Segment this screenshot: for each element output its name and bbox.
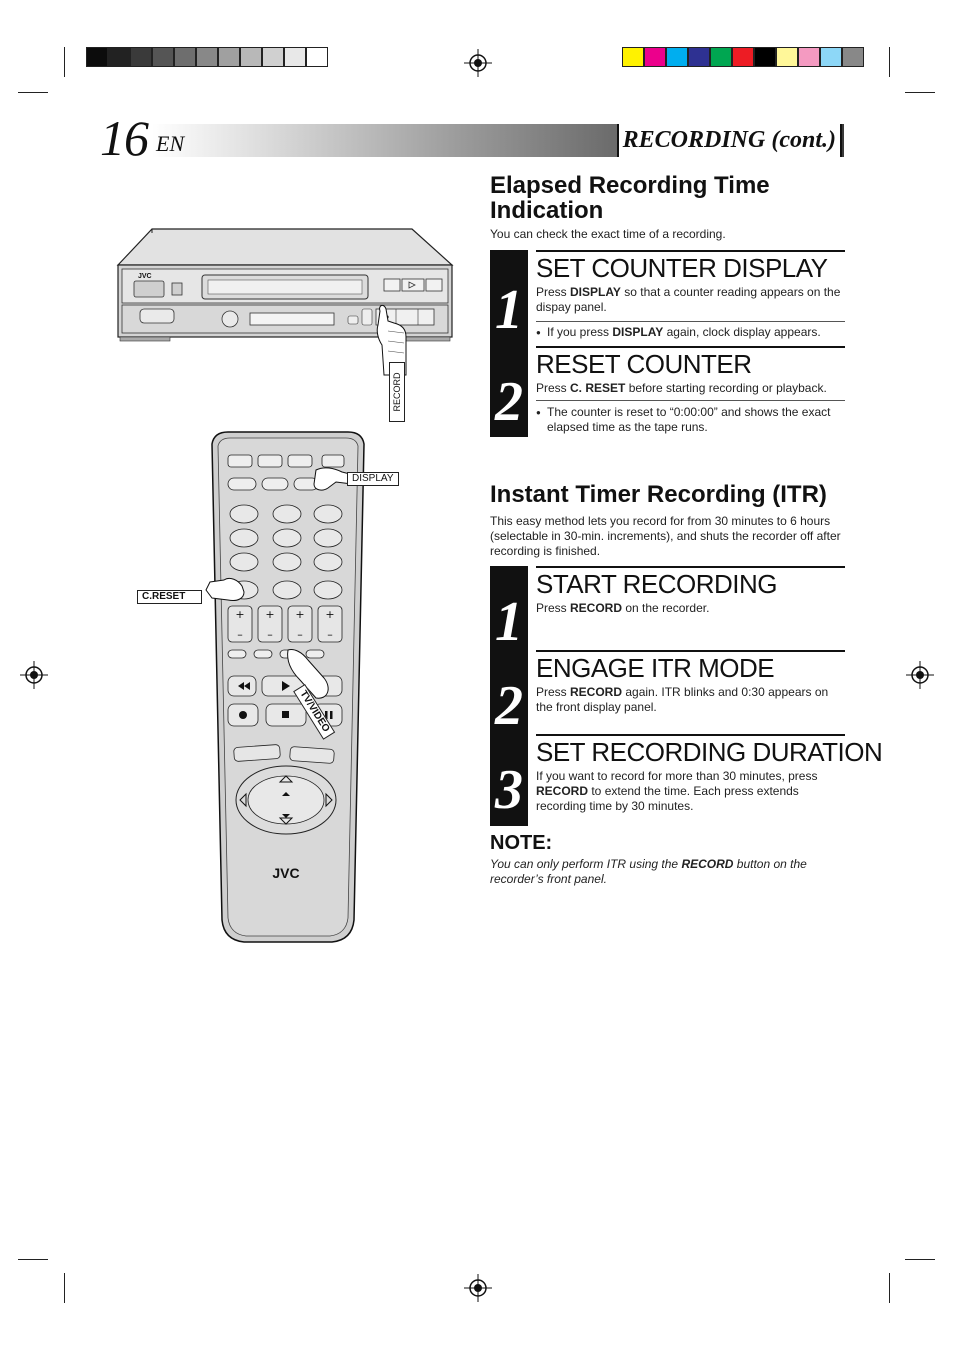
- record-callout-label: RECORD: [392, 372, 402, 412]
- step-number: 3: [495, 759, 523, 821]
- step-title-set-counter-display: SET COUNTER DISPLAY: [536, 253, 828, 283]
- step-title-reset-counter: RESET COUNTER: [536, 349, 752, 379]
- gray-swatch: [196, 47, 218, 67]
- crop-mark: [18, 92, 48, 93]
- itr-heading: Instant Timer Recording (ITR): [490, 481, 827, 508]
- record-callout: RECORD: [389, 362, 405, 422]
- step-title-start-recording: START RECORDING: [536, 569, 777, 599]
- step-rule: [536, 650, 845, 652]
- gray-swatch: [262, 47, 284, 67]
- step-number: 2: [495, 371, 523, 433]
- registration-mark-icon: [464, 1274, 492, 1302]
- step-text: Press DISPLAY so that a counter reading …: [536, 285, 841, 314]
- vcr-brand-logo: JVC: [138, 273, 152, 280]
- svg-text:–: –: [297, 628, 303, 641]
- color-swatch: [842, 47, 864, 67]
- gray-swatch: [152, 47, 174, 67]
- display-callout: DISPLAY: [347, 472, 399, 486]
- color-swatch: [754, 47, 776, 67]
- divider: [536, 400, 845, 401]
- remote-brand-logo: JVC: [272, 865, 299, 881]
- step-number: 2: [495, 675, 523, 737]
- svg-text:+: +: [295, 608, 304, 621]
- color-swatch: [776, 47, 798, 67]
- elapsed-heading-line1: Elapsed Recording Time: [490, 172, 770, 199]
- step-rule: [536, 734, 845, 736]
- color-swatch: [820, 47, 842, 67]
- svg-text:+: +: [325, 608, 334, 621]
- vcr-illustration: JVC: [116, 228, 454, 376]
- gray-swatch: [306, 47, 328, 67]
- note-title: NOTE:: [490, 832, 553, 854]
- elapsed-heading-line2: Indication: [490, 197, 604, 224]
- crop-mark: [18, 1259, 48, 1260]
- itr-step-bar: 1 2 3: [490, 566, 528, 826]
- color-swatch: [688, 47, 710, 67]
- divider: [536, 321, 845, 322]
- step-text: Press RECORD on the recorder.: [536, 601, 710, 615]
- step-rule: [536, 250, 845, 252]
- svg-text:–: –: [267, 628, 273, 641]
- gray-swatch: [86, 47, 108, 67]
- gray-swatch: [218, 47, 240, 67]
- step-rule: [536, 566, 845, 568]
- color-swatch: [798, 47, 820, 67]
- page-language: EN: [156, 131, 185, 156]
- step-number: 1: [495, 279, 523, 341]
- svg-text:+: +: [235, 608, 244, 621]
- remote-control-illustration: + + + + – – – – JVC: [205, 431, 365, 943]
- gray-swatch: [240, 47, 262, 67]
- svg-text:–: –: [237, 628, 243, 641]
- crop-mark: [889, 47, 890, 77]
- elapsed-heading: Elapsed Recording Time Indication: [490, 173, 770, 223]
- crop-mark: [905, 92, 935, 93]
- step-text: Press RECORD again. ITR blinks and 0:30 …: [536, 685, 829, 714]
- color-swatch: [622, 47, 644, 67]
- section-title: RECORDING (cont.): [616, 124, 842, 157]
- gray-swatch: [284, 47, 306, 67]
- crop-mark: [905, 1259, 935, 1260]
- elapsed-intro: You can check the exact time of a record…: [490, 227, 726, 241]
- gray-swatch: [174, 47, 196, 67]
- step-title-set-recording-duration: SET RECORDING DURATION: [536, 737, 883, 767]
- color-swatch: [644, 47, 666, 67]
- color-swatch: [710, 47, 732, 67]
- step-rule: [536, 346, 845, 348]
- svg-text:+: +: [265, 608, 274, 621]
- color-swatch: [666, 47, 688, 67]
- gray-swatch: [130, 47, 152, 67]
- registration-mark-icon: [464, 49, 492, 77]
- note-text: You can only perform ITR using the RECOR…: [490, 857, 807, 886]
- crop-mark: [64, 47, 65, 77]
- svg-text:–: –: [327, 628, 333, 641]
- crop-mark: [64, 1273, 65, 1303]
- step-text: Press C. RESET before starting recording…: [536, 381, 827, 395]
- color-swatch: [732, 47, 754, 67]
- creset-callout: C.RESET: [137, 590, 202, 604]
- registration-mark-icon: [906, 661, 934, 689]
- step-bullet: The counter is reset to “0:00:00” and sh…: [536, 405, 846, 435]
- crop-mark: [889, 1273, 890, 1303]
- elapsed-step-bar: 1 2: [490, 250, 528, 437]
- page-number: 16: [100, 110, 149, 166]
- step-bullet: If you press DISPLAY again, clock displa…: [536, 325, 846, 340]
- registration-mark-icon: [20, 661, 48, 689]
- step-number: 1: [495, 591, 523, 653]
- step-text: If you want to record for more than 30 m…: [536, 769, 818, 813]
- itr-intro: This easy method lets you record for fro…: [490, 514, 841, 558]
- gray-swatch: [108, 47, 130, 67]
- step-title-engage-itr-mode: ENGAGE ITR MODE: [536, 653, 775, 683]
